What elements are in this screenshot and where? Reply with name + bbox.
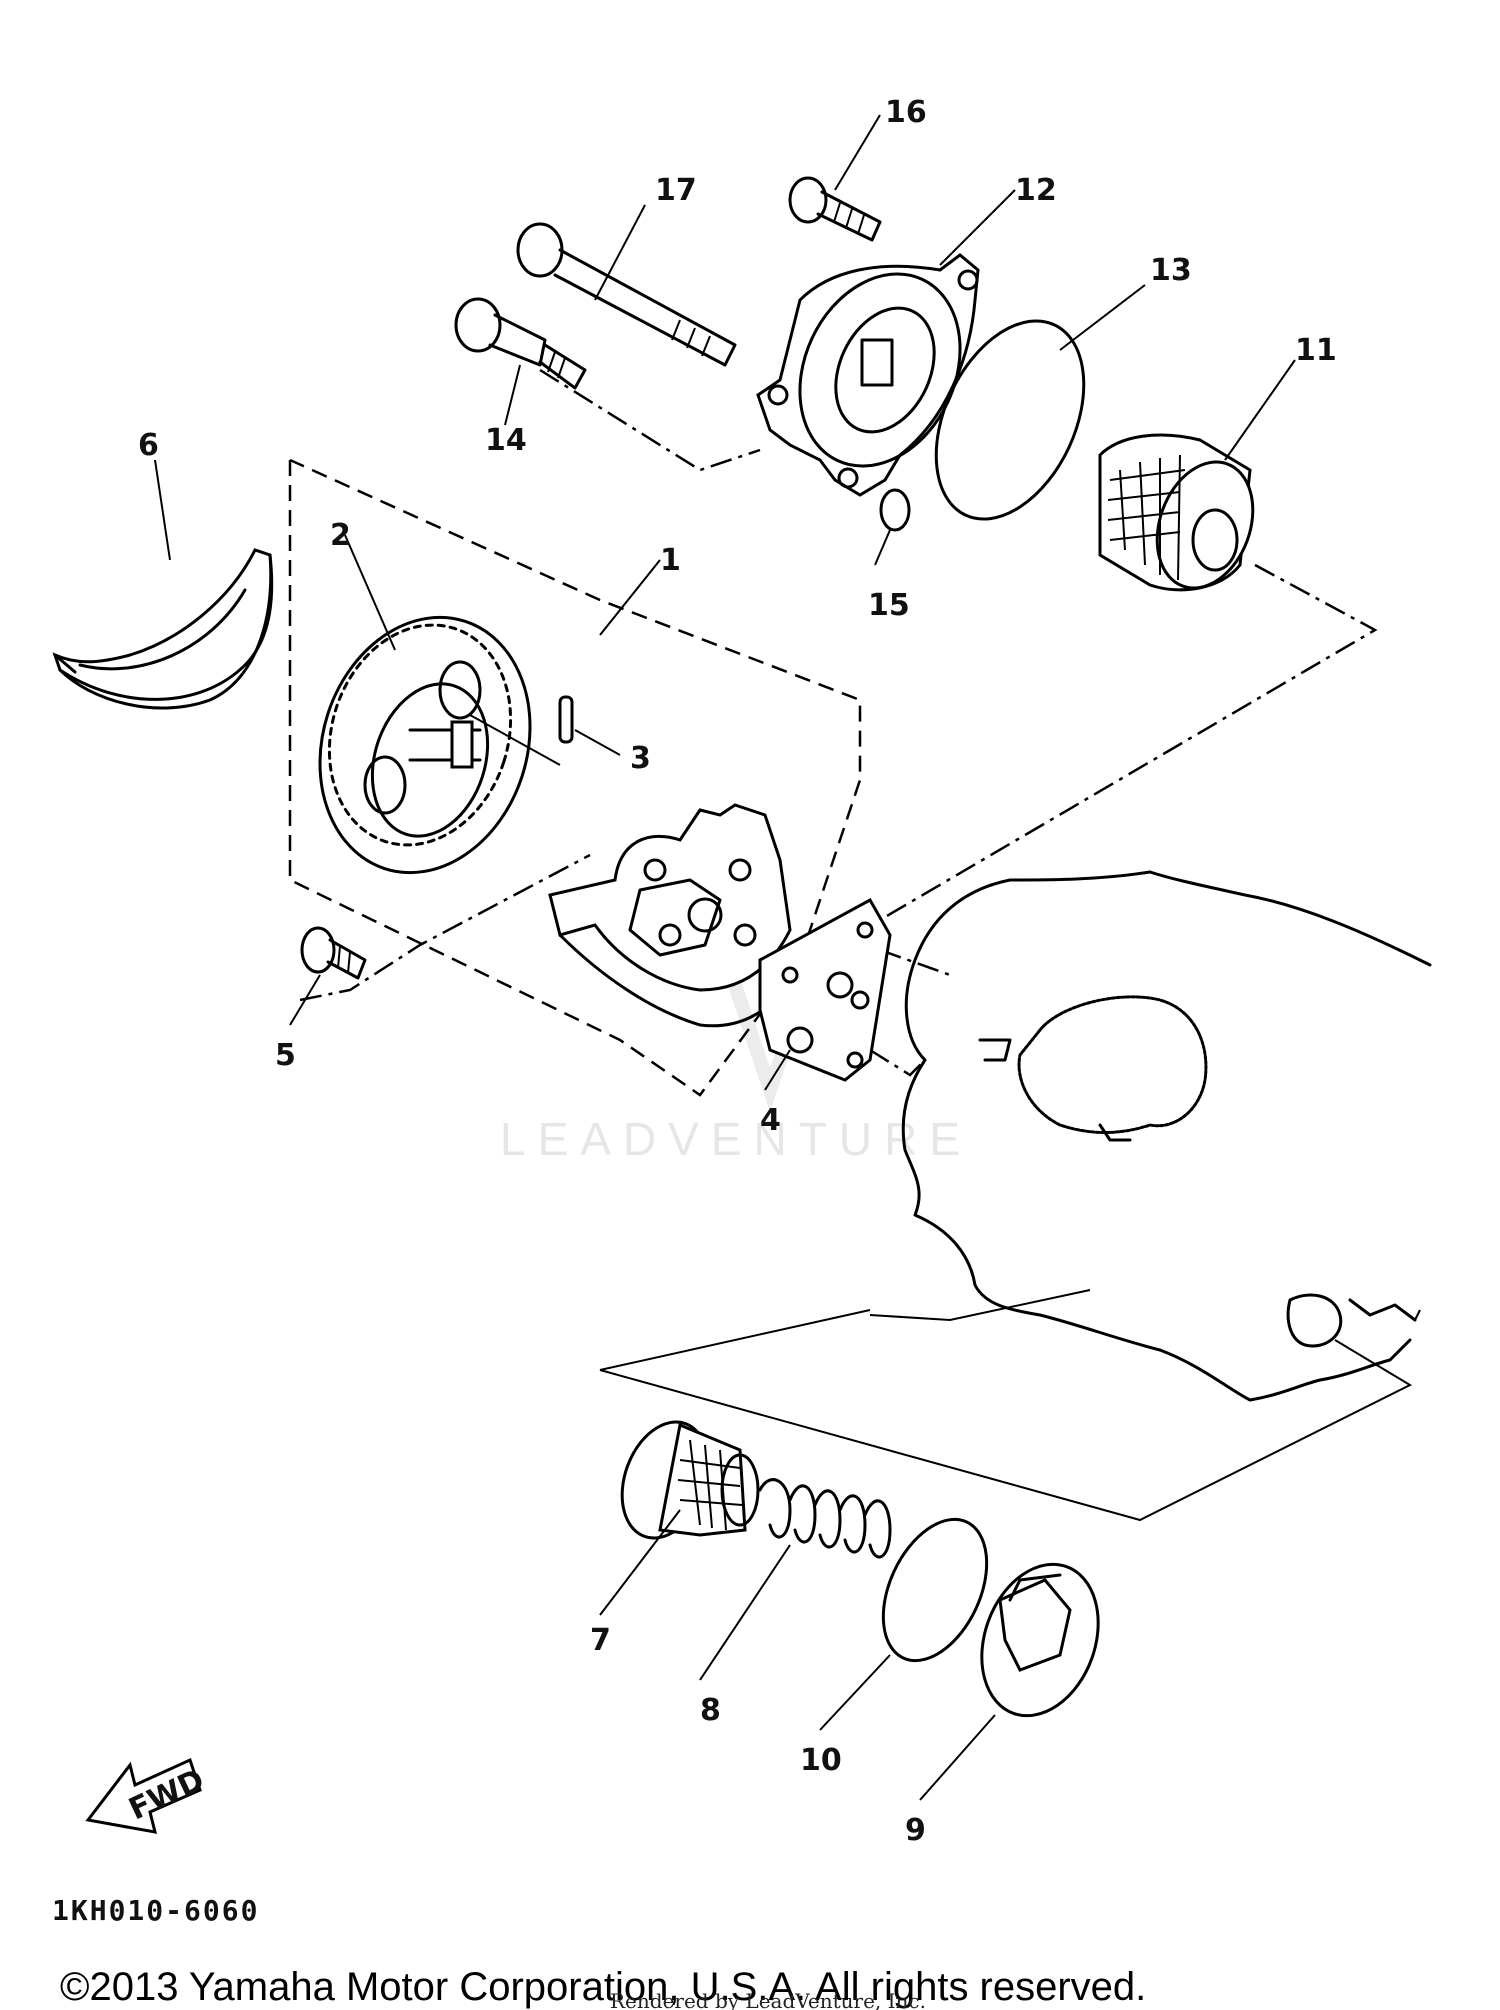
part-11-oil-filter (1098, 433, 1255, 592)
label-13: 13 (1150, 253, 1192, 288)
drawing-code: 1KH010-6060 (52, 1894, 259, 1927)
label-7: 7 (590, 1623, 611, 1658)
part-12-cover (756, 253, 980, 497)
label-11: 11 (1295, 333, 1337, 368)
part-2-gear (318, 615, 561, 875)
label-1: 17 (655, 173, 697, 208)
part-5-screw (300, 926, 367, 980)
callout-lines (154, 114, 1296, 1801)
label-12: 12 (1015, 173, 1057, 208)
label-2: 2 (330, 518, 351, 553)
label-4: 4 (760, 1103, 781, 1138)
part-4-gasket (758, 897, 892, 1082)
part-1-pump-body (548, 803, 792, 1028)
label-10: 10 (800, 1743, 842, 1778)
label-5: 5 (275, 1038, 296, 1073)
label-1-assembly: 1 (660, 543, 681, 578)
part-17-long-bolt (516, 222, 737, 367)
rendered-by: Rendered by LeadVenture, Inc. (610, 1989, 926, 2010)
part-13-oring (934, 319, 1086, 521)
part-7-strainer (620, 1420, 760, 1540)
part-15-small-oring (879, 488, 911, 532)
crankcase-outline (901, 870, 1432, 1402)
label-8: 8 (700, 1693, 721, 1728)
part-16-bolt (788, 176, 882, 242)
part-8-spring (758, 1478, 892, 1559)
label-6: 6 (138, 428, 159, 463)
copyright-notice: ©2013 Yamaha Motor Corporation, U.S.A. A… (60, 1965, 1146, 2009)
watermark-text: LEADVENTURE (500, 1113, 972, 1165)
part-14-bolt (454, 297, 587, 390)
label-14: 14 (485, 423, 527, 458)
part-9-plug (980, 1562, 1100, 1718)
label-16: 16 (885, 95, 927, 130)
part-10-oring (881, 1517, 989, 1663)
part-labels: 17 16 12 13 11 14 6 2 1 15 3 5 4 7 8 10 … (138, 95, 1337, 1848)
fwd-arrow-icon: FWD (85, 1757, 210, 1834)
leader-lines (299, 368, 1413, 1522)
label-15: 15 (868, 588, 910, 623)
part-3-pin (558, 695, 574, 744)
label-9: 9 (905, 1813, 926, 1848)
part-6-crescent (52, 548, 274, 710)
label-3: 3 (630, 741, 651, 776)
